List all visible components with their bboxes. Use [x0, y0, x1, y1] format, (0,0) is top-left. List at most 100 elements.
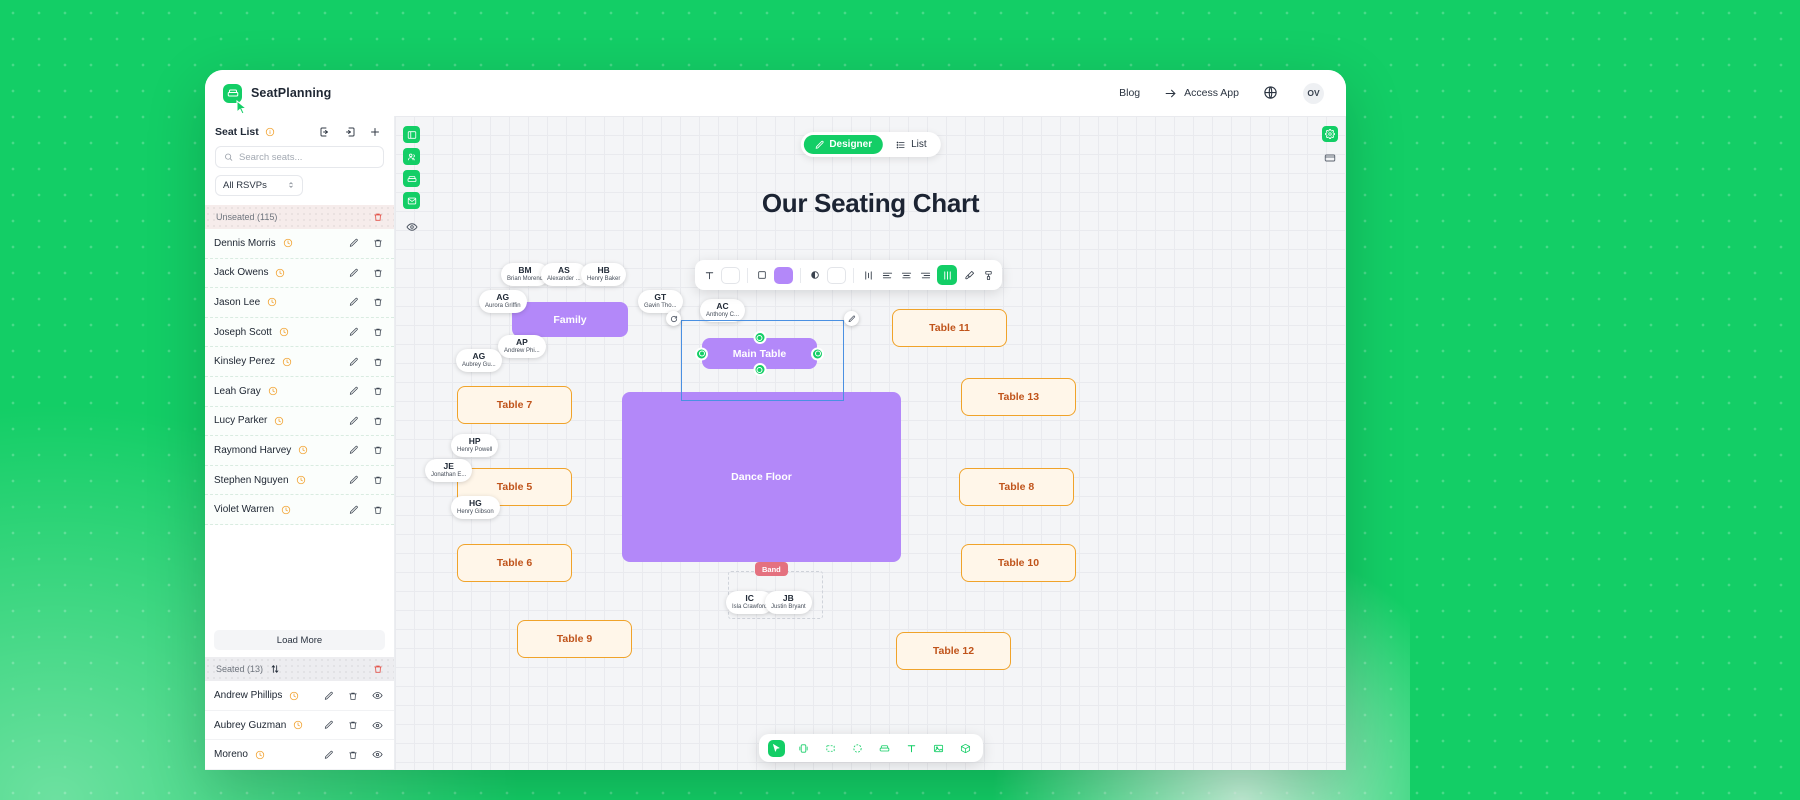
delete-guest-icon[interactable] [373, 505, 383, 515]
delete-guest-icon[interactable] [373, 445, 383, 455]
seat-anchor-icon[interactable] [753, 363, 766, 376]
delete-guest-icon[interactable] [373, 386, 383, 396]
view-guest-icon[interactable] [372, 720, 383, 731]
eye-icon[interactable] [403, 218, 420, 235]
canvas-table[interactable]: Table 13 [961, 378, 1076, 416]
load-more-button[interactable]: Load More [214, 630, 385, 651]
seated-delete-icon[interactable] [373, 664, 383, 674]
distribute-icon[interactable] [861, 270, 875, 281]
edit-handle-icon[interactable] [844, 311, 859, 326]
delete-guest-icon[interactable] [348, 691, 358, 701]
edit-guest-icon[interactable] [349, 445, 359, 455]
list-item[interactable]: Leah Gray [205, 376, 394, 407]
export-icon[interactable] [344, 126, 356, 138]
edit-guest-icon[interactable] [349, 505, 359, 515]
seat-anchor-icon[interactable] [695, 347, 708, 360]
edit-guest-icon[interactable] [324, 691, 334, 701]
canvas-table[interactable]: Table 9 [517, 620, 632, 658]
edit-guest-icon[interactable] [349, 416, 359, 426]
align-left-icon[interactable] [880, 270, 894, 281]
delete-guest-icon[interactable] [373, 268, 383, 278]
seating-canvas[interactable]: Designer List Our Seating Chart [395, 116, 1346, 770]
seat-anchor-icon[interactable] [753, 331, 766, 344]
canvas-table[interactable]: Family [512, 302, 628, 337]
import-icon[interactable] [319, 126, 331, 138]
globe-icon[interactable] [1263, 85, 1279, 101]
list-item[interactable]: Dennis Morris [205, 229, 394, 259]
envelope-icon[interactable] [403, 192, 420, 209]
list-item[interactable]: Moreno [205, 740, 394, 770]
sort-icon[interactable] [270, 664, 280, 674]
text-icon[interactable] [903, 740, 920, 757]
edit-guest-icon[interactable] [349, 475, 359, 485]
unseated-delete-icon[interactable] [373, 212, 383, 222]
list-item[interactable]: Lucy Parker [205, 406, 394, 437]
paint-brush-icon[interactable] [962, 270, 976, 281]
square-outline-icon[interactable] [755, 270, 769, 280]
edit-guest-icon[interactable] [349, 386, 359, 396]
canvas-table[interactable]: Main Table [695, 331, 824, 376]
canvas-table[interactable]: Table 8 [959, 468, 1074, 506]
view-guest-icon[interactable] [372, 690, 383, 701]
align-right-icon[interactable] [918, 270, 932, 281]
cursor-icon[interactable] [767, 739, 785, 757]
format-paint-icon[interactable] [981, 270, 995, 281]
delete-guest-icon[interactable] [373, 327, 383, 337]
opacity-swatch[interactable] [827, 266, 846, 284]
seat-icon[interactable] [403, 170, 420, 187]
list-item[interactable]: Kinsley Perez [205, 347, 394, 377]
delete-guest-icon[interactable] [373, 357, 383, 367]
nav-access-app[interactable]: Access App [1164, 87, 1239, 100]
gear-icon[interactable] [1322, 126, 1338, 142]
delete-guest-icon[interactable] [373, 297, 383, 307]
card-icon[interactable] [1322, 150, 1338, 166]
list-item[interactable]: Stephen Nguyen [205, 465, 394, 496]
circle-seat-icon[interactable] [795, 740, 812, 757]
edit-guest-icon[interactable] [349, 268, 359, 278]
list-item[interactable]: Jack Owens [205, 258, 394, 289]
fill-color-swatch[interactable] [774, 266, 793, 284]
tab-designer[interactable]: Designer [803, 135, 884, 154]
canvas-table[interactable]: Table 10 [961, 544, 1076, 582]
image-icon[interactable] [930, 740, 947, 757]
delete-guest-icon[interactable] [348, 720, 358, 730]
list-item[interactable]: Violet Warren [205, 495, 394, 525]
rotate-handle-icon[interactable] [666, 311, 681, 326]
edit-guest-icon[interactable] [324, 720, 334, 730]
opacity-icon[interactable] [808, 270, 822, 280]
list-item[interactable]: Jason Lee [205, 288, 394, 318]
canvas-table[interactable]: Table 11 [892, 309, 1007, 347]
search-input[interactable] [239, 151, 375, 163]
text-color-swatch[interactable] [721, 266, 740, 284]
canvas-table[interactable]: Table 7 [457, 386, 572, 424]
edit-guest-icon[interactable] [349, 357, 359, 367]
edit-guest-icon[interactable] [349, 327, 359, 337]
edit-guest-icon[interactable] [324, 750, 334, 760]
avatar[interactable]: OV [1303, 82, 1324, 104]
delete-guest-icon[interactable] [348, 750, 358, 760]
list-item[interactable]: Andrew Phillips [205, 681, 394, 711]
nav-link-blog[interactable]: Blog [1119, 87, 1141, 99]
plus-icon[interactable] [369, 126, 381, 138]
brand[interactable]: SeatPlanning [223, 83, 331, 103]
search-box[interactable] [215, 146, 384, 168]
people-icon[interactable] [403, 148, 420, 165]
band-label[interactable]: Band [755, 562, 788, 576]
delete-guest-icon[interactable] [373, 416, 383, 426]
rsvp-filter-select[interactable]: All RSVPs [215, 175, 303, 196]
rect-icon[interactable] [822, 740, 839, 757]
canvas-table[interactable]: Table 12 [896, 632, 1011, 670]
text-format-icon[interactable] [702, 270, 716, 281]
